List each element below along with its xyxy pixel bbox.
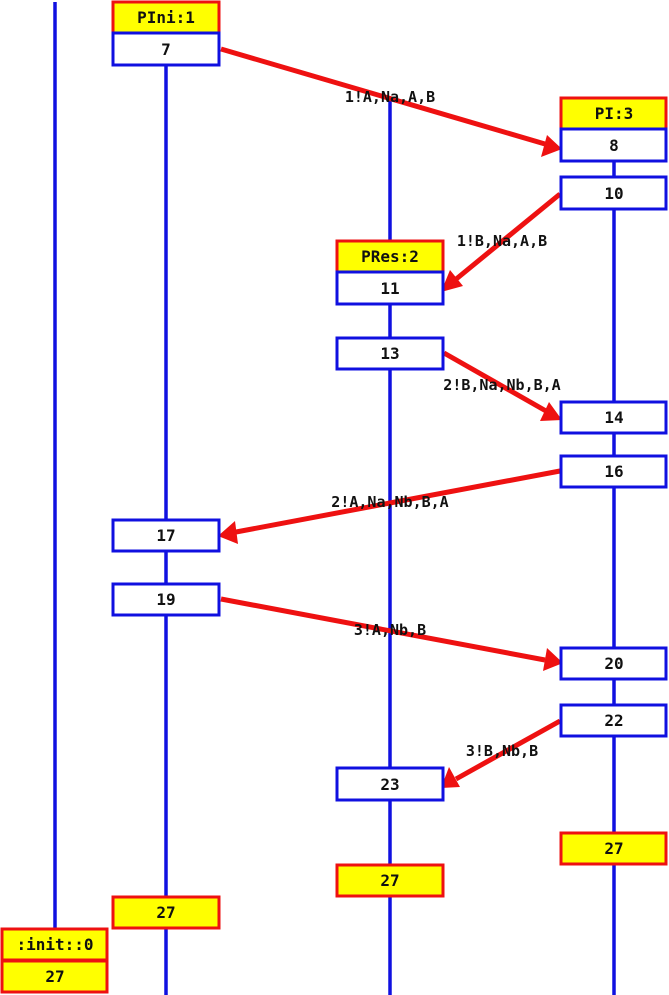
state-box (559, 400, 668, 435)
process-header-pi (559, 96, 668, 131)
process-header-label: PIni:1 (137, 8, 195, 27)
message-label-6: 3!B,Nb,B (466, 742, 538, 760)
end-state-label: 27 (45, 967, 64, 986)
end-state-pi (559, 831, 668, 866)
state-box (559, 127, 668, 163)
process-header-pres (335, 239, 445, 274)
state-label: 13 (380, 344, 399, 363)
end-state-label: 27 (380, 871, 399, 890)
state-box (559, 646, 668, 681)
state-label: 16 (604, 462, 623, 481)
state-box (335, 766, 445, 802)
state-label: 22 (604, 711, 623, 730)
process-header-label: PRes:2 (361, 247, 419, 266)
message-2 (441, 192, 562, 292)
message-4 (218, 468, 561, 544)
message-5 (220, 596, 563, 671)
message-1 (220, 46, 562, 157)
message-label-5: 3!A,Nb,B (354, 621, 426, 639)
state-label: 10 (604, 184, 623, 203)
message-label-2: 1!B,Na,A,B (457, 232, 547, 250)
process-header-label: :init::0 (16, 935, 93, 954)
end-state-pini (111, 895, 221, 930)
state-box (335, 336, 445, 371)
end-state-label: 27 (156, 903, 175, 922)
message-label-4: 2!A,Na,Nb,B,A (331, 493, 448, 511)
state-box (111, 518, 221, 553)
state-box (111, 582, 221, 617)
state-label: 14 (604, 408, 623, 427)
process-header-label: PI:3 (595, 104, 634, 123)
state-label: 23 (380, 775, 399, 794)
end-state-pres (335, 863, 445, 898)
state-label: 7 (161, 40, 171, 59)
message-6 (441, 718, 562, 788)
end-state-init (0, 959, 109, 994)
state-label: 20 (604, 654, 623, 673)
message-label-3: 2!B,Na,Nb,B,A (443, 376, 560, 394)
message-label-1: 1!A,Na,A,B (345, 88, 435, 106)
end-state-label: 27 (604, 839, 623, 858)
state-box (335, 270, 445, 306)
state-label: 11 (380, 279, 399, 298)
state-label: 17 (156, 526, 175, 545)
state-box (559, 454, 668, 489)
message-3 (442, 350, 562, 421)
state-box (559, 175, 668, 211)
state-label: 8 (609, 136, 619, 155)
state-box (111, 31, 221, 67)
state-box (559, 703, 668, 738)
state-label: 19 (156, 590, 175, 609)
